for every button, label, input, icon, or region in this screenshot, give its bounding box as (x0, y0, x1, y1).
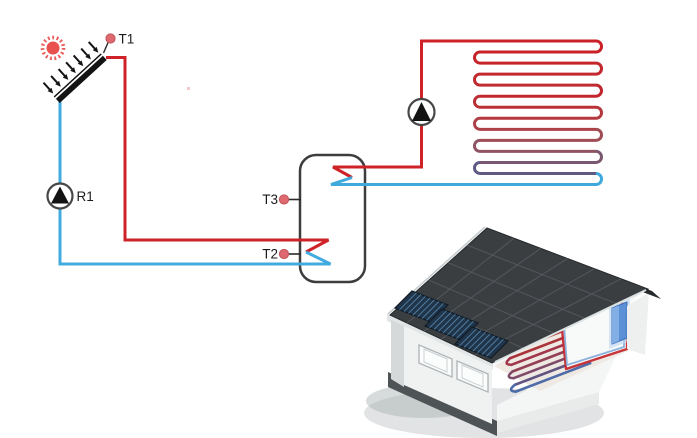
left-wall-side (391, 320, 404, 387)
pipe-solar-hot (106, 56, 330, 254)
sensor-t2-label: T2 (262, 247, 278, 262)
sensor-t2: T2 (262, 247, 301, 262)
sensor-t1-label: T1 (119, 32, 135, 47)
pump-triangle-icon (412, 102, 431, 121)
sensor-t3: T3 (262, 192, 301, 207)
heating-pump (407, 97, 436, 127)
pump-r1-label: R1 (77, 189, 94, 204)
artifact-dot (187, 87, 190, 90)
house-right-wall (627, 292, 649, 355)
roof-solar-panels (393, 290, 510, 359)
sensor-t2-dot (278, 248, 290, 260)
sun-icon (40, 35, 66, 61)
storage-tank (298, 153, 367, 284)
collector-glass-line (54, 54, 103, 99)
floor-heating-coil (330, 39, 603, 187)
solar-pump-r1: R1 (46, 182, 94, 210)
window-2 (456, 359, 489, 394)
solar-collector-panel (53, 53, 107, 103)
pump-triangle-icon (51, 186, 69, 204)
sensor-t3-dot (278, 194, 290, 205)
collector-cover-line (53, 53, 102, 98)
sun-rays (40, 35, 66, 61)
sensor-t1: T1 (102, 32, 135, 54)
sensor-t1-link (102, 41, 110, 54)
window-1 (418, 343, 453, 379)
sensor-t1-dot (105, 33, 116, 44)
pipe-heating-supply (332, 39, 480, 179)
sensor-t3-label: T3 (262, 192, 278, 207)
sun-disc (46, 41, 60, 55)
window-2-inner (461, 364, 484, 388)
pipe-solar-cold (58, 99, 332, 266)
wall-heater-highlight (612, 305, 619, 344)
sun-arrows (42, 41, 99, 94)
collector-body (54, 54, 107, 103)
house-illustration (364, 226, 661, 438)
window-1-inner (423, 348, 448, 373)
house-plinth-right (497, 392, 599, 433)
roof-cut-edge (494, 289, 647, 363)
